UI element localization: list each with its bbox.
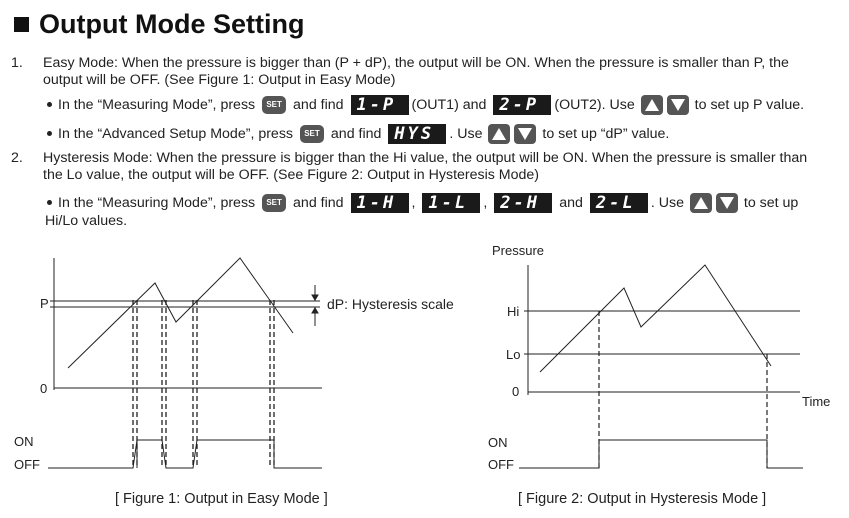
figure-1-zero-label: 0 <box>40 381 48 396</box>
figure-2-graph <box>519 264 803 469</box>
item-1-line-1: Easy Mode: When the pressure is bigger t… <box>43 55 789 71</box>
figure-1-p-label: P <box>40 296 49 311</box>
display-1-l: 1-L <box>422 193 481 214</box>
set-key-icon: SET <box>262 96 287 115</box>
down-arrow-key-icon <box>715 193 738 214</box>
set-key-icon: SET <box>262 194 287 213</box>
up-arrow-key-icon <box>640 95 663 116</box>
display-1-h: 1-H <box>350 193 409 214</box>
item-1-bullet-1: In the “Measuring Mode”, press SET and f… <box>45 94 804 116</box>
display-2-h: 2-H <box>494 193 553 214</box>
figure-2-caption: [ Figure 2: Output in Hysteresis Mode ] <box>518 491 767 507</box>
figure-2-y-title: Pressure <box>492 243 545 258</box>
figure-2-hi-label: Hi <box>507 304 520 319</box>
display-2-p: 2-P <box>493 95 552 116</box>
bullet-dot-icon <box>47 199 52 205</box>
display-hys: HYS <box>388 124 447 145</box>
title-square-icon <box>14 16 29 32</box>
up-arrow-key-icon <box>488 124 511 145</box>
figure-2-output-signal <box>519 439 803 469</box>
item-1-bullet-2: In the “Advanced Setup Mode”, press SET … <box>45 123 669 145</box>
figure-2-time-label: Time <box>802 394 831 409</box>
display-1-p: 1-P <box>350 95 409 116</box>
figure-2-pressure-curve <box>539 264 772 373</box>
item-1-line-2: output will be OFF. (See Figure 1: Outpu… <box>43 72 396 88</box>
figure-1-dp-label: dP: Hysteresis scale <box>327 296 454 312</box>
title-text: Output Mode Setting <box>39 8 305 39</box>
item-1-number: 1. <box>11 55 23 71</box>
down-arrow-key-icon <box>666 95 689 116</box>
figure-1-caption: [ Figure 1: Output in Easy Mode ] <box>115 491 328 507</box>
figure-2-zero-label: 0 <box>512 384 520 399</box>
bullet-dot-icon <box>47 101 52 107</box>
bullet-dot-icon <box>47 130 52 136</box>
figure-2-on-label: ON <box>488 435 508 450</box>
item-2-bullet-line-2: Hi/Lo values. <box>45 213 128 229</box>
figure-1-graph <box>48 257 322 469</box>
set-key-icon: SET <box>299 125 324 144</box>
figure-2-off-label: OFF <box>488 457 514 472</box>
figure-1-on-label: ON <box>14 434 34 449</box>
item-2-line-2: the Lo value, the output will be OFF. (S… <box>43 167 540 183</box>
figure-2-lo-label: Lo <box>506 347 521 362</box>
item-2-bullet: In the “Measuring Mode”, press SET and f… <box>45 192 798 214</box>
figure-1-off-label: OFF <box>14 457 40 472</box>
figure-1-output-signal <box>48 439 322 469</box>
figure-1-pressure-curve <box>67 257 294 369</box>
item-2-number: 2. <box>11 150 23 166</box>
item-2-line-1: Hysteresis Mode: When the pressure is bi… <box>43 150 808 166</box>
up-arrow-key-icon <box>689 193 712 214</box>
display-2-l: 2-L <box>589 193 648 214</box>
page-title: Output Mode Setting <box>14 6 304 42</box>
down-arrow-key-icon <box>514 124 537 145</box>
